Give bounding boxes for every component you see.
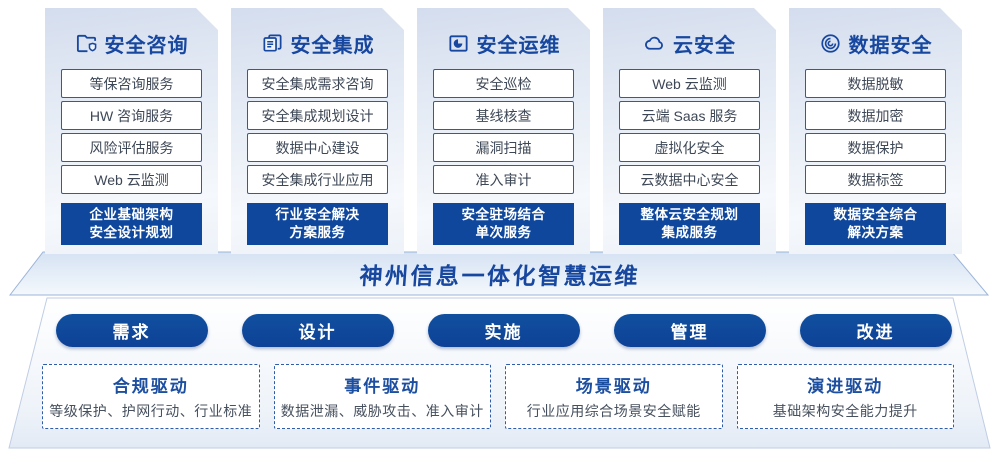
driver-boxes: 合规驱动 等级保护、护网行动、行业标准 事件驱动 数据泄漏、威胁攻击、准入审计 … [42, 364, 954, 429]
service-item-list: 安全集成需求咨询 安全集成规划设计 数据中心建设 安全集成行业应用 [247, 69, 388, 194]
process-step-pill: 设计 [241, 314, 394, 347]
column-header: 安全集成 [231, 30, 404, 56]
driver-desc: 行业应用综合场景安全赋能 [526, 403, 701, 419]
pill-cell: 实施 [417, 314, 590, 347]
driver-title: 合规驱动 [112, 377, 189, 396]
service-item: 安全集成行业应用 [247, 165, 388, 194]
service-item: Web 云监测 [61, 165, 202, 194]
driver-box-incident: 事件驱动 数据泄漏、威胁攻击、准入审计 [273, 364, 491, 429]
folder-shield-icon [75, 32, 98, 55]
column-header: 安全运维 [417, 30, 590, 56]
service-item: 安全集成规划设计 [247, 101, 388, 130]
service-item-list: Web 云监测 云端 Saas 服务 虚拟化安全 云数据中心安全 [619, 69, 760, 194]
driver-desc: 基础架构安全能力提升 [772, 403, 918, 419]
process-step-pill: 需求 [55, 314, 208, 347]
service-item: 数据脱敏 [805, 69, 946, 98]
column-title: 安全集成 [290, 34, 375, 57]
process-step-pill: 改进 [799, 314, 952, 347]
column-footer: 整体云安全规划 集成服务 [619, 203, 760, 245]
column-footer: 安全驻场结合 单次服务 [433, 203, 574, 245]
service-item: 风险评估服务 [61, 133, 202, 162]
service-item: 漏洞扫描 [433, 133, 574, 162]
banner-title: 神州信息一体化智慧运维 [358, 262, 642, 289]
column-title: 安全运维 [476, 34, 561, 57]
service-item: 数据加密 [805, 101, 946, 130]
service-item: 虚拟化安全 [619, 133, 760, 162]
driver-title: 事件驱动 [344, 377, 421, 396]
pill-cell: 需求 [45, 314, 218, 347]
column-header: 数据安全 [789, 30, 962, 56]
column-cloud-security: 云安全 Web 云监测 云端 Saas 服务 虚拟化安全 云数据中心安全 整体云… [603, 8, 776, 254]
process-step-pill: 管理 [613, 314, 766, 347]
service-item-list: 安全巡检 基线核查 漏洞扫描 准入审计 [433, 69, 574, 194]
service-item: 准入审计 [433, 165, 574, 194]
driver-desc: 数据泄漏、威胁攻击、准入审计 [280, 403, 484, 419]
column-header: 安全咨询 [45, 30, 218, 56]
service-item: Web 云监测 [619, 69, 760, 98]
column-footer: 企业基础架构 安全设计规划 [61, 203, 202, 245]
cloud-icon [643, 32, 666, 55]
process-steps: 需求 设计 实施 管理 改进 [45, 314, 962, 347]
driver-title: 演进驱动 [807, 377, 884, 396]
pill-cell: 管理 [603, 314, 776, 347]
column-title: 数据安全 [848, 34, 933, 57]
column-footer: 行业安全解决 方案服务 [247, 203, 388, 245]
service-item: 数据中心建设 [247, 133, 388, 162]
service-item: 云数据中心安全 [619, 165, 760, 194]
column-security-operations: 安全运维 安全巡检 基线核查 漏洞扫描 准入审计 安全驻场结合 单次服务 [417, 8, 590, 254]
driver-title: 场景驱动 [575, 377, 652, 396]
folder-pie-icon [447, 32, 470, 55]
service-item: 数据标签 [805, 165, 946, 194]
service-item: 安全巡检 [433, 69, 574, 98]
service-item: 云端 Saas 服务 [619, 101, 760, 130]
column-header: 云安全 [603, 30, 776, 56]
service-item: 基线核查 [433, 101, 574, 130]
column-security-integration: 安全集成 安全集成需求咨询 安全集成规划设计 数据中心建设 安全集成行业应用 行… [231, 8, 404, 254]
column-security-consulting: 安全咨询 等保咨询服务 HW 咨询服务 风险评估服务 Web 云监测 企业基础架… [45, 8, 218, 254]
column-footer: 数据安全综合 解决方案 [805, 203, 946, 245]
service-item: HW 咨询服务 [61, 101, 202, 130]
column-title: 云安全 [673, 34, 736, 57]
service-item-list: 数据脱敏 数据加密 数据保护 数据标签 [805, 69, 946, 194]
service-item: 安全集成需求咨询 [247, 69, 388, 98]
service-columns: 安全咨询 等保咨询服务 HW 咨询服务 风险评估服务 Web 云监测 企业基础架… [45, 8, 962, 254]
driver-desc: 等级保护、护网行动、行业标准 [49, 403, 253, 419]
column-data-security: 数据安全 数据脱敏 数据加密 数据保护 数据标签 数据安全综合 解决方案 [789, 8, 962, 254]
service-item-list: 等保咨询服务 HW 咨询服务 风险评估服务 Web 云监测 [61, 69, 202, 194]
process-step-pill: 实施 [427, 314, 580, 347]
copy-docs-icon [261, 32, 284, 55]
pill-cell: 设计 [231, 314, 404, 347]
fingerprint-icon [819, 32, 842, 55]
service-item: 数据保护 [805, 133, 946, 162]
service-item: 等保咨询服务 [61, 69, 202, 98]
driver-box-evolution: 演进驱动 基础架构安全能力提升 [736, 364, 954, 429]
driver-box-scenario: 场景驱动 行业应用综合场景安全赋能 [505, 364, 723, 429]
column-title: 安全咨询 [104, 34, 189, 57]
driver-box-compliance: 合规驱动 等级保护、护网行动、行业标准 [42, 364, 260, 429]
pill-cell: 改进 [789, 314, 962, 347]
